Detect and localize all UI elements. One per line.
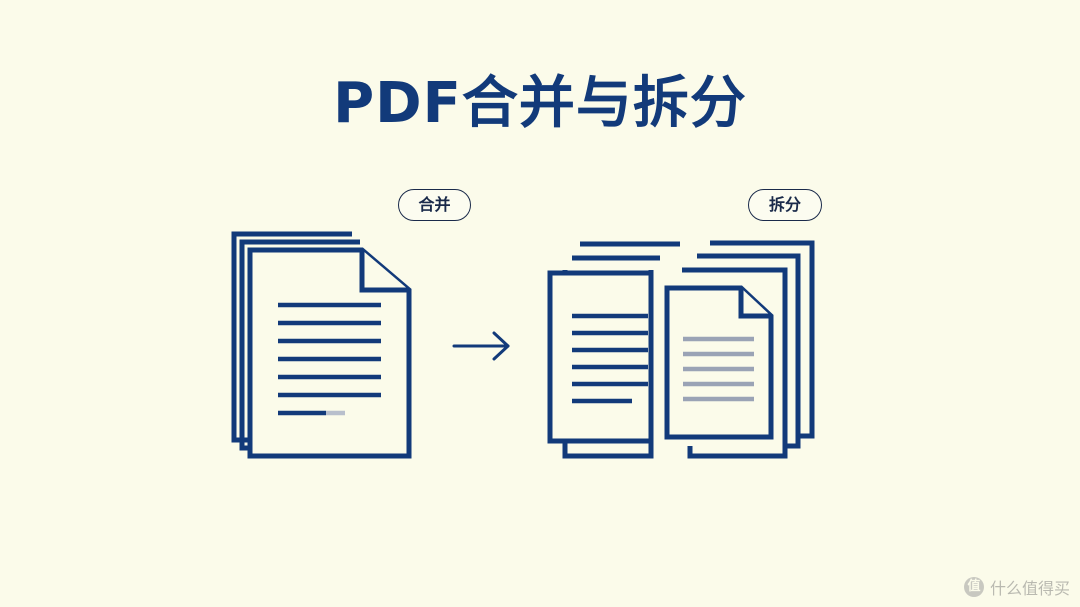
folded-corner	[359, 250, 409, 293]
watermark-text: 什么值得买	[989, 579, 1070, 598]
front-sheet	[247, 247, 412, 459]
watermark: 值 什么值得买	[963, 575, 1070, 599]
right-arrow-icon	[452, 331, 510, 361]
left-text-lines	[572, 313, 648, 404]
text-lines	[278, 302, 381, 416]
merged-document-stack-icon	[231, 231, 412, 459]
split-documents-icon	[547, 240, 815, 459]
split-label: 拆分	[748, 189, 822, 221]
watermark-logo-icon: 值	[963, 577, 984, 597]
merge-label: 合并	[398, 189, 471, 221]
page-title: PDF合并与拆分	[333, 71, 747, 136]
right-text-lines	[683, 336, 754, 402]
